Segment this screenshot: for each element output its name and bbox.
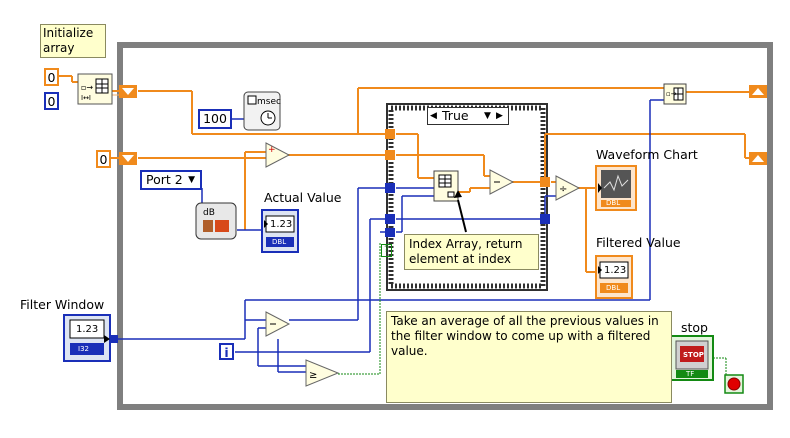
shift-register-right-1[interactable] [749, 85, 767, 98]
case-selector[interactable]: ◀ True ▼ ▶ [427, 107, 509, 125]
average-comment: Take an average of all the previous valu… [386, 311, 672, 403]
case-selector-value: True [442, 108, 469, 123]
label-line: Initialize [43, 26, 94, 40]
comment-arrow-icon [454, 190, 467, 233]
waveform-dbl-tag: DBL [606, 199, 621, 207]
waveform-chart-indicator[interactable] [595, 165, 637, 211]
increment-case-icon[interactable]: ▶ [496, 111, 503, 121]
waveform-chart-label: Waveform Chart [596, 147, 698, 162]
while-loop-frame[interactable] [117, 42, 773, 410]
actual-value-label: Actual Value [264, 190, 342, 205]
case-tunnel[interactable] [385, 214, 395, 224]
filtered-value-label: Filtered Value [596, 235, 681, 250]
port-selector[interactable]: Port 2 ▼ [140, 170, 202, 190]
initialize-array-label: Initialize array [40, 24, 106, 58]
init-value-constant[interactable]: 0 [44, 68, 59, 86]
i32-tag: I32 [78, 345, 89, 353]
case-tunnel[interactable] [385, 150, 395, 160]
shift-register-init-constant[interactable]: 0 [96, 150, 111, 168]
loop-condition-terminal[interactable] [724, 374, 744, 394]
filtered-value-readout: 1.23 [604, 265, 627, 276]
db-icon: dB [203, 208, 215, 218]
svg-text:▫→: ▫→ [81, 83, 93, 92]
db-conversion-node[interactable]: dB [195, 202, 237, 240]
case-tunnel[interactable] [540, 177, 550, 187]
svg-text:≥: ≥ [309, 370, 317, 381]
decrement-case-icon[interactable]: ◀ [430, 111, 437, 121]
build-array-node[interactable]: ▫→ [663, 83, 687, 105]
filter-window-label: Filter Window [20, 297, 105, 312]
tf-tag: TF [686, 370, 695, 378]
subtract-node[interactable] [489, 169, 515, 195]
port-value: Port 2 [146, 172, 183, 187]
actual-value-indicator[interactable] [261, 209, 299, 253]
greater-or-equal-node[interactable]: ≥ [305, 359, 340, 387]
index-array-comment: Index Array, return element at index [404, 234, 539, 270]
svg-text:I↔I: I↔I [81, 94, 91, 102]
filtered-dbl-tag: DBL [606, 284, 621, 292]
stop-button-control[interactable] [670, 335, 714, 381]
divide-node[interactable]: ÷ [555, 175, 581, 201]
svg-text:▫→: ▫→ [666, 90, 677, 98]
case-selector-terminal[interactable]: ? [381, 244, 392, 257]
chevron-down-icon[interactable]: ▼ [484, 111, 491, 121]
shift-register-left-2[interactable] [119, 152, 137, 165]
stop-button-text: STOP [683, 351, 704, 359]
subtract-node[interactable] [265, 311, 291, 337]
label-line: array [43, 41, 75, 55]
wait-ms-node[interactable]: msec [243, 91, 281, 131]
actual-value-readout: 1.23 [270, 219, 293, 230]
filter-window-readout: 1.23 [76, 324, 99, 335]
index-array-node[interactable] [433, 170, 459, 202]
initialize-array-node[interactable]: ▫→ I↔I [77, 73, 113, 105]
case-tunnel[interactable] [385, 228, 395, 237]
shift-register-right-2[interactable] [749, 152, 767, 165]
svg-text:+: + [268, 145, 276, 155]
case-tunnel[interactable] [540, 214, 550, 224]
svg-text:÷: ÷ [559, 184, 567, 195]
wait-time-constant[interactable]: 100 [198, 109, 232, 129]
stop-label: stop [681, 320, 708, 335]
filtered-value-indicator[interactable] [595, 255, 633, 299]
case-tunnel[interactable] [385, 129, 395, 139]
add-node[interactable]: + [265, 142, 291, 168]
iteration-terminal[interactable]: i [219, 343, 234, 360]
i32-tag: DBL [272, 238, 287, 246]
init-size-constant[interactable]: 0 [44, 92, 59, 110]
msec-icon: msec [257, 97, 281, 107]
chevron-down-icon: ▼ [188, 175, 195, 185]
shift-register-left-1[interactable] [119, 85, 137, 98]
filter-window-control[interactable] [63, 314, 118, 362]
case-tunnel[interactable] [385, 183, 395, 193]
